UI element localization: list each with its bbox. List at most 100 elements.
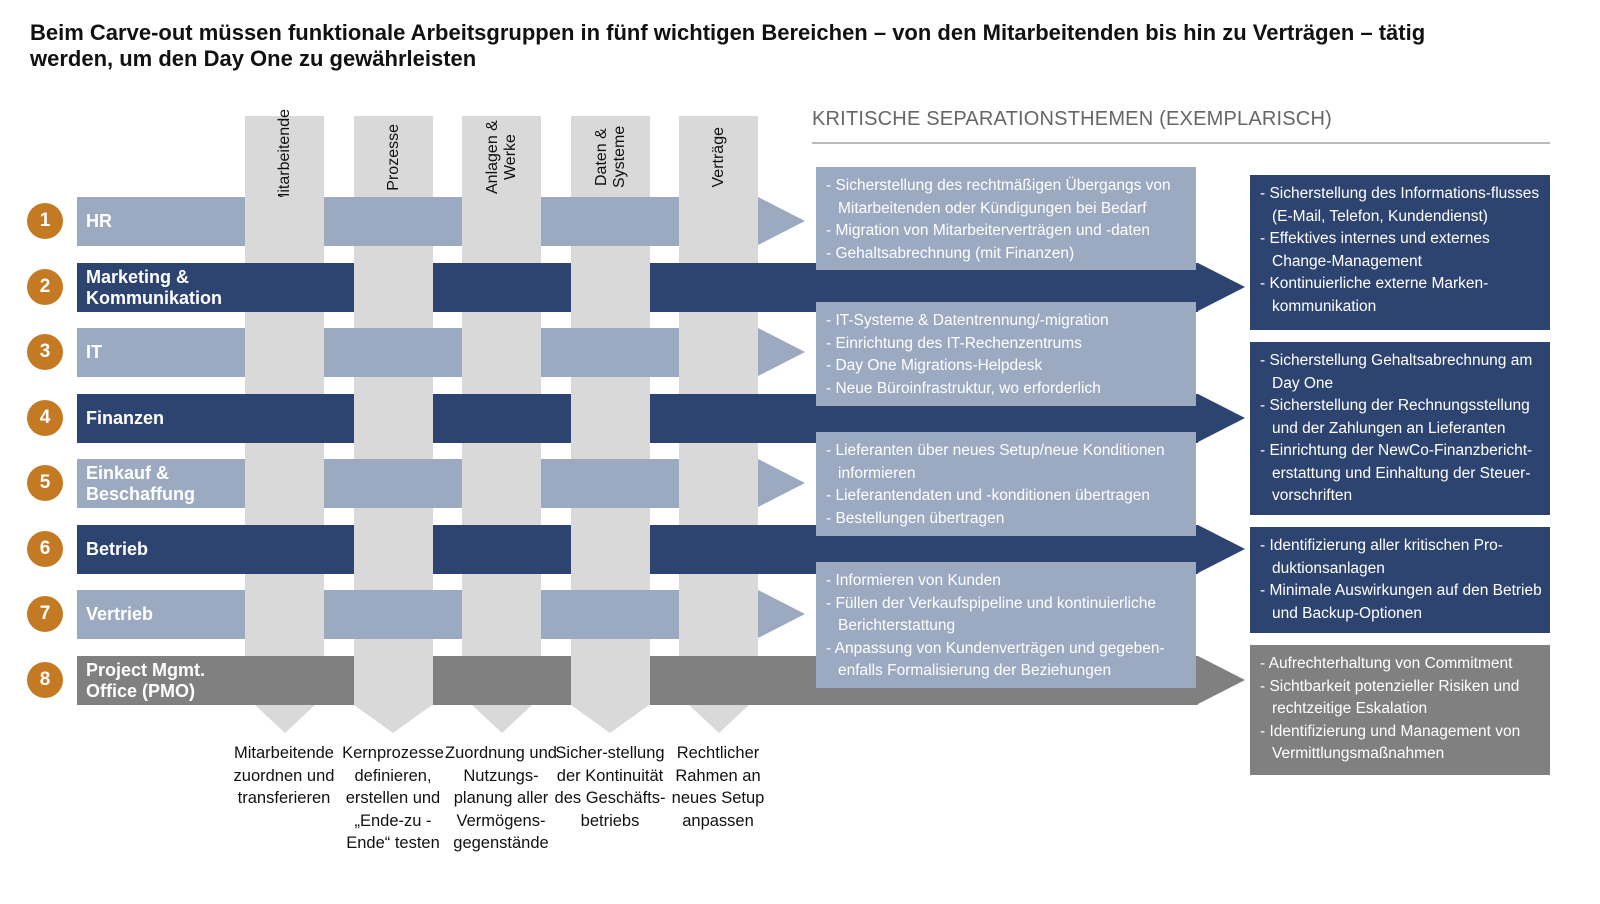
topic-item: Sichtbarkeit potenzieller Risiken und re…: [1260, 676, 1542, 721]
topic-item: Sicherstellung des Informations-flusses …: [1260, 183, 1542, 228]
topic-item: Lieferantendaten und -konditionen übertr…: [826, 485, 1188, 508]
topic-item: Day One Migrations-Helpdesk: [826, 355, 1188, 378]
column-overlap: [679, 459, 758, 508]
row-bar: IT: [77, 328, 758, 377]
column-arrow-tip: [354, 705, 432, 733]
column-overlap: [245, 197, 324, 246]
topic-list: Sicherstellung des Informations-flusses …: [1260, 183, 1542, 318]
right-topic-box: Identifizierung aller kritischen Pro-duk…: [1250, 527, 1550, 633]
column-overlap: [354, 263, 433, 312]
row-arrow-head: [1198, 525, 1245, 573]
topic-item: IT-Systeme & Datentrennung/-migration: [826, 310, 1188, 333]
topic-list: Identifizierung aller kritischen Pro-duk…: [1260, 535, 1542, 625]
row-label: HR: [86, 211, 112, 231]
column-header: Anlagen & Werke: [462, 118, 541, 196]
column-overlap: [679, 328, 758, 377]
topic-item: Füllen der Verkaufspipeline und kontinui…: [826, 593, 1188, 638]
column-overlap: [354, 394, 433, 443]
row-number-badge: 3: [27, 334, 63, 370]
topic-item: Migration von Mitarbeiterverträgen und -…: [826, 220, 1188, 243]
right-topic-box: Sicherstellung Gehaltsabrechnung am Day …: [1250, 342, 1550, 515]
column-footer: Kernprozesse definieren, erstellen und „…: [342, 744, 444, 852]
row-arrow-head: [758, 590, 805, 638]
column-arrow-tip: [571, 705, 649, 733]
topic-list: Informieren von KundenFüllen der Verkauf…: [826, 570, 1188, 683]
topic-list: IT-Systeme & Datentrennung/-migrationEin…: [826, 310, 1188, 400]
column-label: Verträge: [709, 126, 727, 188]
row-arrow-head: [758, 328, 805, 376]
row-number-badge: 4: [27, 400, 63, 436]
column-label: Mitarbeitende: [275, 108, 293, 206]
column-header: Verträge: [679, 118, 758, 196]
row-label: IT: [86, 342, 102, 362]
column-overlap: [571, 394, 650, 443]
row-bar: HR: [77, 197, 758, 246]
row-label: Einkauf & Beschaffung: [86, 462, 196, 504]
topic-item: Einrichtung der NewCo-Finanzbericht-erst…: [1260, 440, 1542, 508]
topic-item: Informieren von Kunden: [826, 570, 1188, 593]
middle-topic-box: IT-Systeme & Datentrennung/-migrationEin…: [816, 302, 1196, 406]
topic-item: Kontinuierliche externe Marken-kommunika…: [1260, 273, 1542, 318]
topic-item: Anpassung von Kundenverträgen und gegebe…: [826, 638, 1188, 683]
column-overlap: [354, 525, 433, 574]
topic-list: Aufrechterhaltung von CommitmentSichtbar…: [1260, 653, 1542, 766]
section-header: KRITISCHE SEPARATIONSTHEMEN (EXEMPLARISC…: [812, 108, 1332, 130]
column-overlap: [462, 459, 541, 508]
middle-topic-box: Sicherstellung des rechtmäßigen Übergang…: [816, 167, 1196, 270]
row-number-badge: 7: [27, 596, 63, 632]
column-label: Daten & Systeme: [592, 125, 628, 189]
column-header: Daten & Systeme: [571, 118, 650, 196]
topic-list: Sicherstellung Gehaltsabrechnung am Day …: [1260, 350, 1542, 508]
column-overlap: [245, 590, 324, 639]
row-arrow-head: [758, 197, 805, 245]
column-header: Mitarbeitende: [245, 109, 324, 206]
row-label: Vertrieb: [86, 604, 154, 624]
row-arrow-head: [758, 459, 805, 507]
row-number-badge: 6: [27, 531, 63, 567]
right-topic-box: Aufrechterhaltung von CommitmentSichtbar…: [1250, 645, 1550, 775]
row-number-badge: 5: [27, 465, 63, 501]
row-arrow-head: [1198, 656, 1245, 704]
row-bar: Vertrieb: [77, 590, 758, 639]
column-overlap: [462, 328, 541, 377]
topic-item: Aufrechterhaltung von Commitment: [1260, 653, 1542, 676]
row-label: Finanzen: [86, 408, 165, 428]
column-overlap: [462, 197, 541, 246]
column-label: Anlagen & Werke: [483, 120, 519, 194]
middle-topic-box: Informieren von KundenFüllen der Verkauf…: [816, 562, 1196, 688]
column-footer: Zuordnung und Nutzungs-planung aller Ver…: [445, 744, 557, 852]
column-header: Prozesse: [354, 118, 433, 196]
column-overlap: [571, 263, 650, 312]
topic-item: Sicherstellung der Rechnungsstellung und…: [1260, 395, 1542, 440]
column-footer: Rechtlicher Rahmen an neues Setup anpass…: [671, 744, 765, 830]
topic-item: Effektives internes und externes Change-…: [1260, 228, 1542, 273]
topic-item: Sicherstellung des rechtmäßigen Übergang…: [826, 175, 1188, 220]
row-label: Betrieb: [86, 539, 149, 559]
column-overlap: [462, 590, 541, 639]
topic-item: Sicherstellung Gehaltsabrechnung am Day …: [1260, 350, 1542, 395]
row-number-badge: 1: [27, 203, 63, 239]
page-title: Beim Carve-out müssen funktionale Arbeit…: [30, 20, 1426, 71]
column-overlap: [245, 328, 324, 377]
column-arrow-tip: [688, 705, 749, 733]
column-overlap: [679, 590, 758, 639]
column-overlap: [354, 656, 433, 705]
topic-list: Sicherstellung des rechtmäßigen Übergang…: [826, 175, 1188, 265]
column-footer: Sicher-stellung der Kontinuität des Gesc…: [554, 744, 666, 830]
topic-item: Gehaltsabrechnung (mit Finanzen): [826, 243, 1188, 266]
column-footer: Mitarbeitende zuordnen und transferieren: [233, 744, 335, 807]
row-arrow-head: [1198, 394, 1245, 442]
right-topic-box: Sicherstellung des Informations-flusses …: [1250, 175, 1550, 330]
row-label: Marketing & Kommunikation: [86, 266, 223, 308]
row-number-badge: 2: [27, 269, 63, 305]
section-divider: [812, 142, 1550, 144]
column-overlap: [679, 197, 758, 246]
topic-item: Einrichtung des IT-Rechenzentrums: [826, 333, 1188, 356]
row-label: Project Mgmt. Office (PMO): [86, 659, 206, 701]
topic-item: Bestellungen übertragen: [826, 508, 1188, 531]
column-overlap: [571, 525, 650, 574]
row-bar: Einkauf & Beschaffung: [77, 459, 758, 508]
column-arrow-tip: [471, 705, 532, 733]
topic-item: Minimale Auswirkungen auf den Betrieb un…: [1260, 580, 1542, 625]
topic-list: Lieferanten über neues Setup/neue Kondit…: [826, 440, 1188, 530]
